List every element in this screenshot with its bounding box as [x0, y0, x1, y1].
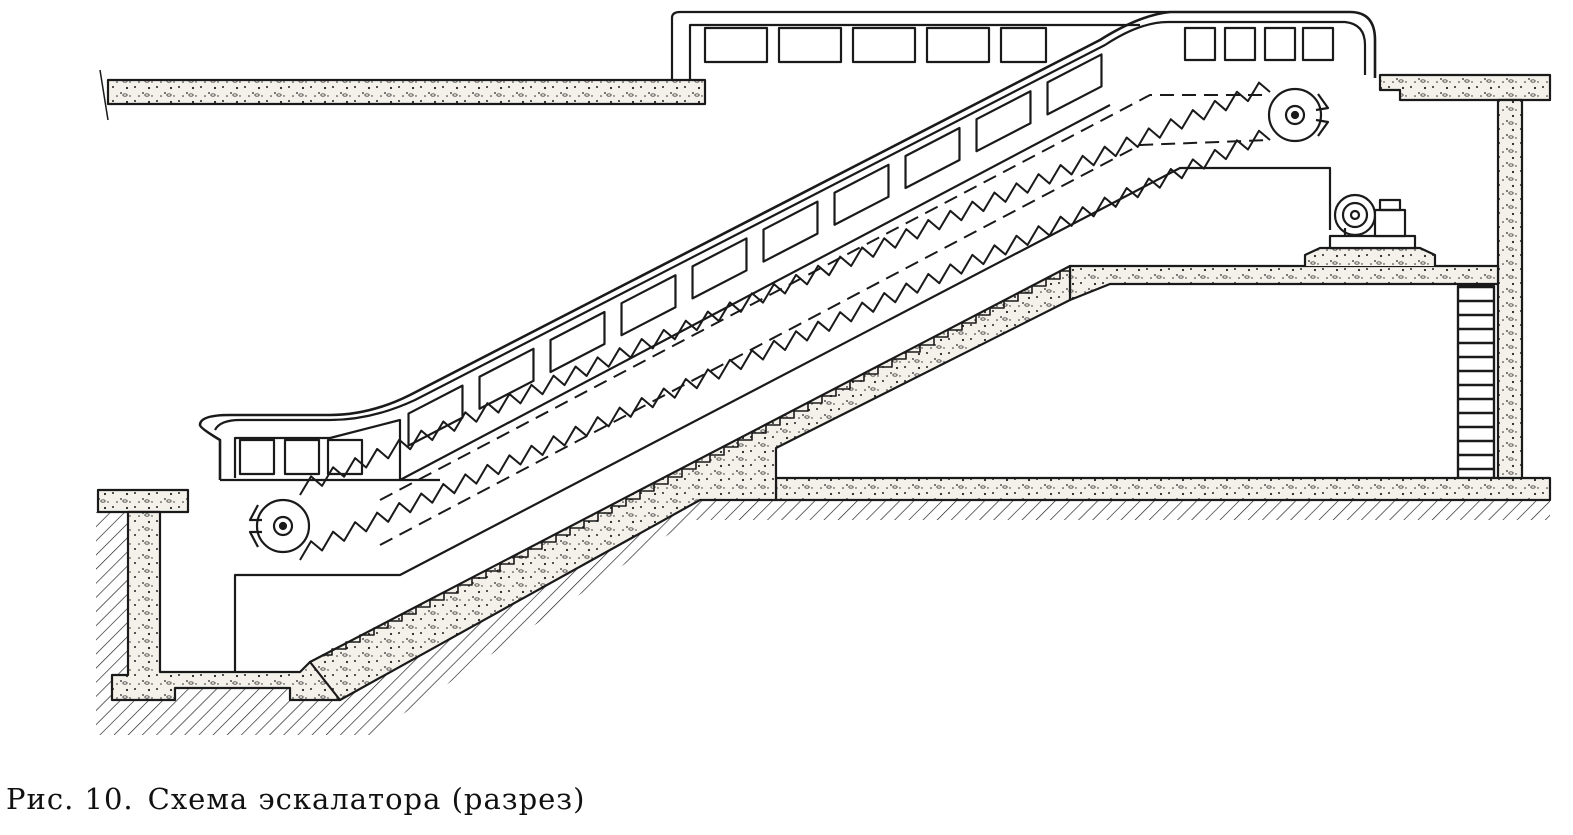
glass-panel: [762, 200, 819, 263]
upper-floor-slab-right: [1378, 73, 1552, 102]
machine-room-right-wall: [1496, 98, 1524, 482]
maintenance-ladder: [1456, 284, 1496, 480]
ground-hatching-incline: [340, 500, 1550, 735]
glass-panel: [833, 163, 890, 226]
escalator-section-diagram: [96, 10, 1552, 735]
figure-title: Схема эскалатора (разрез): [147, 782, 586, 816]
step-chain-lower: [299, 129, 1271, 561]
glass-panel: [1046, 53, 1103, 116]
glass-panel: [904, 126, 961, 190]
upper-sprocket-icon: [1267, 87, 1330, 143]
figure-number: Рис. 10.: [6, 782, 134, 816]
glass-panel: [620, 274, 677, 337]
lower-glass-panels: [238, 438, 364, 476]
lower-landing-slab: [96, 488, 190, 514]
step-chain-upper: [299, 81, 1271, 496]
glass-panel: [975, 90, 1032, 153]
upper-glass-panels: [703, 26, 1335, 64]
lower-sprocket-icon: [248, 498, 311, 554]
figure-caption: Рис. 10. Схема эскалатора (разрез): [6, 782, 599, 816]
drive-motor-icon: [1303, 193, 1437, 266]
return-track-dashed: [379, 94, 1270, 501]
upper-floor-slab-left: [106, 78, 707, 106]
glass-panel: [478, 347, 535, 410]
glass-panel: [691, 237, 748, 300]
lower-floor-slab: [774, 476, 1552, 502]
glass-panel: [549, 310, 606, 374]
escalator-balustrade: [198, 10, 1377, 480]
ground-hatching-left: [96, 512, 372, 735]
machine-room-floor: [1068, 264, 1500, 302]
inclined-glass-panels: [407, 53, 1103, 447]
